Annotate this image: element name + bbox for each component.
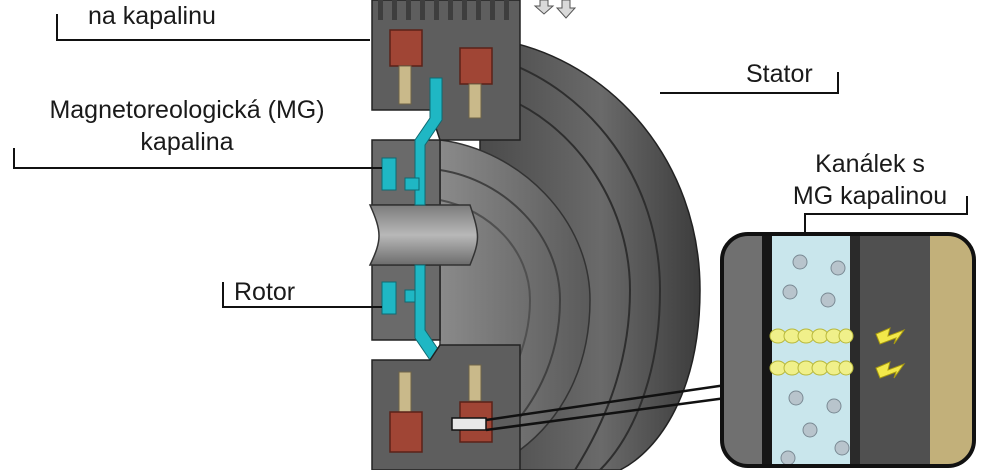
coil-bottom-left <box>389 411 423 453</box>
mg-fluid-gap <box>381 77 443 421</box>
label-fluid-supply: na kapalinu <box>88 2 216 30</box>
label-channel-line1: Kanálek s <box>815 150 925 178</box>
label-mg-fluid-line1: Magnetoreologická (MG) <box>49 96 325 124</box>
label-stator: Stator <box>746 60 813 88</box>
label-mg-fluid-line2: kapalina <box>140 128 234 156</box>
leader-lines <box>13 14 968 308</box>
stator-housing-bottom <box>371 344 521 470</box>
particle-chain <box>769 328 854 376</box>
channel-detail-inset <box>720 232 976 468</box>
magnetic-field-arrow-icon <box>875 327 906 379</box>
stator-housing-top <box>371 0 521 141</box>
fluid-flow-arrow-icon <box>533 0 577 19</box>
zoom-connector <box>485 383 727 432</box>
coil-top-right <box>459 47 493 85</box>
coil-top-left <box>389 29 423 67</box>
rotor-cross-section <box>368 77 479 421</box>
label-channel-line2: MG kapalinou <box>792 182 948 210</box>
label-rotor: Rotor <box>234 278 296 306</box>
